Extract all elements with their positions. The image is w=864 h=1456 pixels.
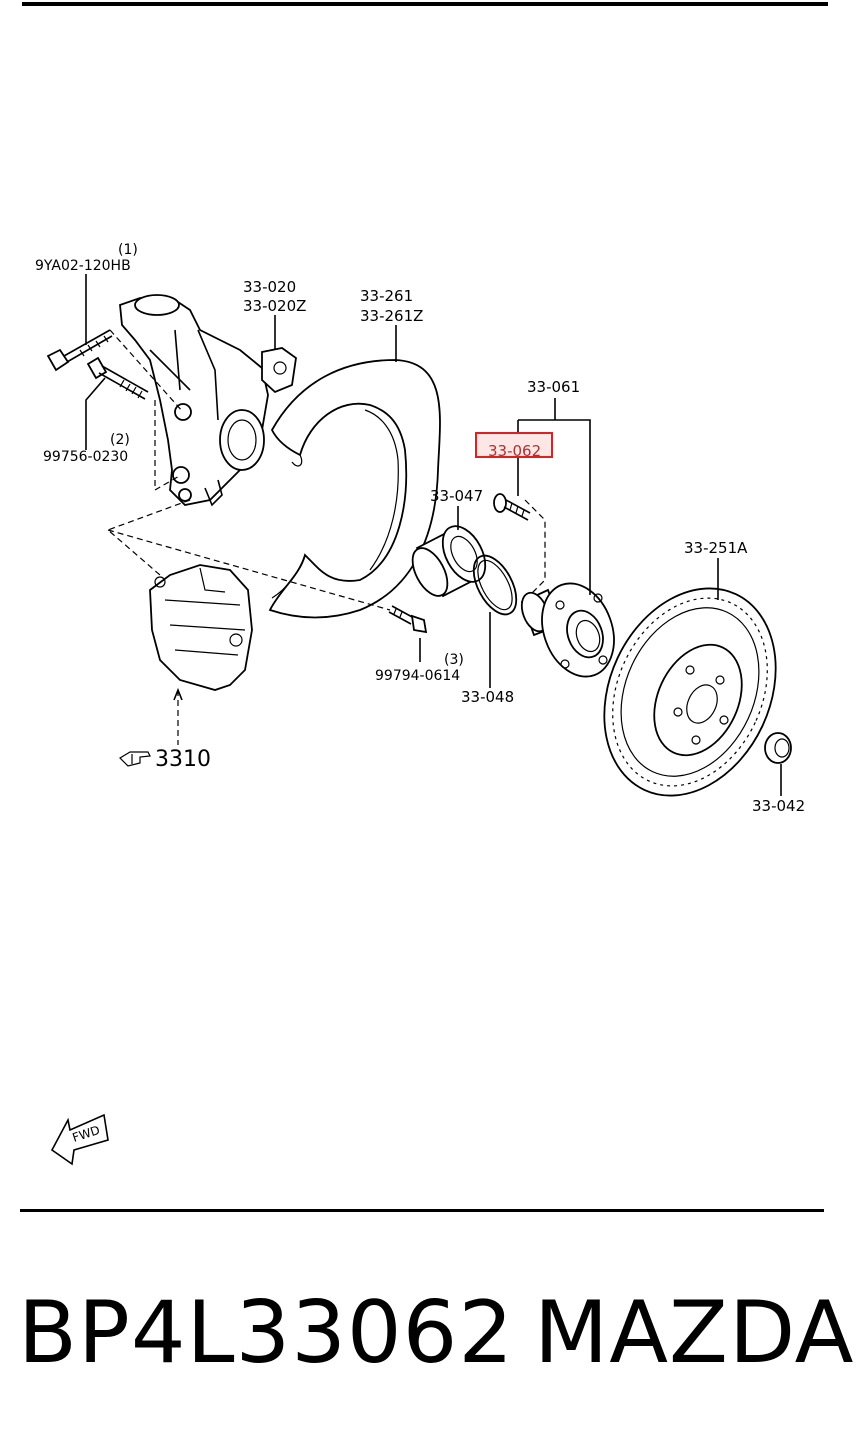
bolt3-code-label: 99794-0614: [375, 668, 460, 684]
bolt2-code-label: 99756-0230: [43, 449, 128, 465]
knuckle-label-a: 33-020: [243, 278, 296, 296]
snap-ring: [472, 554, 518, 616]
shield-label-b: 33-261Z: [360, 307, 423, 325]
nut-label: 33-042: [752, 797, 805, 815]
forward-arrow-icon: FWD: [50, 1113, 109, 1166]
hub-assy-label: 33-061: [527, 378, 580, 396]
bolt1-qty-label: (1): [118, 242, 138, 258]
part-number: BP4L33062: [18, 1283, 515, 1383]
bolt-99756: [86, 356, 149, 400]
highlight-box: [475, 432, 553, 458]
dust-shield: [268, 359, 441, 619]
snap-ring-label: 33-048: [461, 688, 514, 706]
brake-rotor: [603, 587, 777, 797]
bolt-9ya02: [46, 329, 113, 372]
bottom-border-line: [20, 1209, 824, 1212]
brake-caliper: [149, 564, 253, 691]
bolt1-code-label: 9YA02-120HB: [35, 258, 131, 274]
top-border-line: [22, 2, 828, 6]
brand-name: MAZDA: [534, 1283, 855, 1383]
bolt2-qty-label: (2): [110, 432, 130, 448]
hub-bolt: [493, 493, 531, 521]
knuckle-label-b: 33-020Z: [243, 297, 306, 315]
bearing-label: 33-047: [430, 487, 483, 505]
wheel-bearing: [411, 525, 487, 598]
caliper-ref-label[interactable]: 3310: [155, 747, 211, 772]
parts-diagram: (1) 9YA02-120HB 33-020 33-020Z 33-261 33…: [35, 242, 805, 1166]
wheel-hub: [520, 582, 615, 678]
pointing-hand-icon: [119, 751, 151, 767]
hub-bolt-label: 33-062: [488, 442, 541, 460]
bolt-99794: [388, 605, 428, 634]
hub-nut: [764, 732, 792, 764]
steering-knuckle: [119, 294, 297, 507]
shield-label-a: 33-261: [360, 287, 413, 305]
bolt3-qty-label: (3): [444, 652, 464, 668]
rotor-label: 33-251A: [684, 539, 748, 557]
